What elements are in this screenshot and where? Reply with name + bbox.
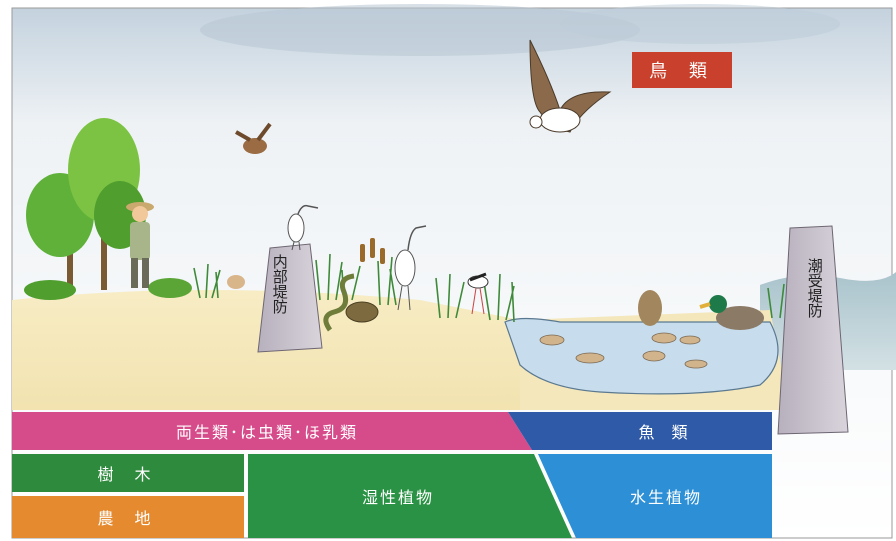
trees-icon [24,118,192,300]
fish-icon [539,332,708,369]
amphibians-label: 両生類･は虫類･ほ乳類 [175,423,358,442]
band-farmland [12,496,244,538]
cloud [560,4,840,44]
band-wetland [248,454,572,538]
band-trees [12,454,244,492]
snake-icon [323,273,355,332]
band-fish [508,412,772,450]
animal-icon [227,275,245,289]
pond [504,317,779,395]
trees-label: 樹 木 [97,465,159,484]
stilt-icon [467,272,489,315]
band-aquatic [538,454,772,538]
farmland-label: 農 地 [97,509,159,528]
farmer-icon [126,202,154,288]
inner-levee-pillar [257,243,323,353]
band-amphibians [12,412,532,450]
heron-icon [287,204,319,251]
sparrow-icon [235,122,272,154]
osprey-icon [529,39,612,133]
egret-icon [394,225,427,311]
turtle-icon [345,301,379,323]
wetland-plants-label: 湿性植物 [361,488,434,507]
tidal-levee-pillar [777,225,849,435]
grass-icon [193,253,785,323]
birds-label: 鳥 類 [632,52,732,88]
aquatic-plants-label: 水生植物 [629,488,702,507]
inner-levee-label: 内部堤防 [270,254,289,314]
cattail-icon [360,238,385,264]
mallard-icon [699,295,764,330]
tidal-levee-label: 潮受堤防 [805,258,824,318]
wader-icon [638,290,662,326]
fish-label: 魚 類 [638,423,694,442]
